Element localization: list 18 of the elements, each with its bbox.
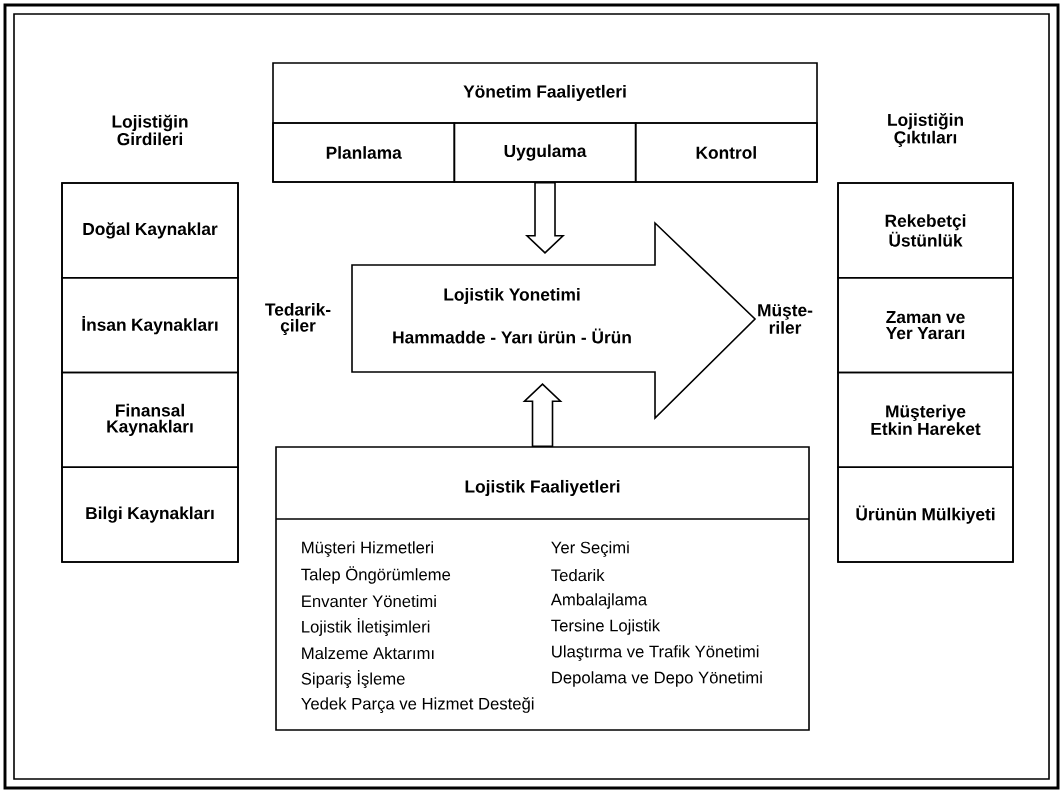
activity-cell: Uygulama [453,122,637,183]
node-label: Lojistiğin Girdileri [112,114,188,146]
resource-cell: Müşteriye Etkin Hareket [837,371,1014,469]
resource-cell: İnsan Kaynakları [61,276,239,374]
block-arrow [522,383,563,447]
node-label: Lojistiğin Çıktıları [888,113,963,147]
party-label: Müşte- riler [758,304,813,334]
resource-cell: Doğal Kaynaklar [61,182,239,279]
resource-cell: Ürünün Mülkiyeti [837,466,1014,563]
resource-cell: Zaman ve Yer Yararı [837,276,1014,374]
activity-cell: Kontrol [634,122,818,183]
resource-cell: Finansal Kaynakları [61,371,239,469]
activities-box: Lojistik Faaliyetleri Müşteri Hizmetleri Talep Öngörümleme Envanter Yönetimi Lojistik İletişimleri Malzeme Aktarımı Sipariş İşleme Yedek Parça ve Hizmet Desteği Yer Seçimi Tedarik Ambalajlama Tersine Lojistik Ulaştırma ve Trafik Yönetimi Depolama ve Depo Yönetimi [275,446,810,731]
resource-cell: Bilgi Kaynakları [61,466,239,563]
resource-cell: Rekebetçi Üstünlük [837,182,1014,279]
activity-cell: Planlama [272,122,456,183]
party-label: Tedarik- çiler [265,302,331,336]
block-arrow [525,182,566,254]
